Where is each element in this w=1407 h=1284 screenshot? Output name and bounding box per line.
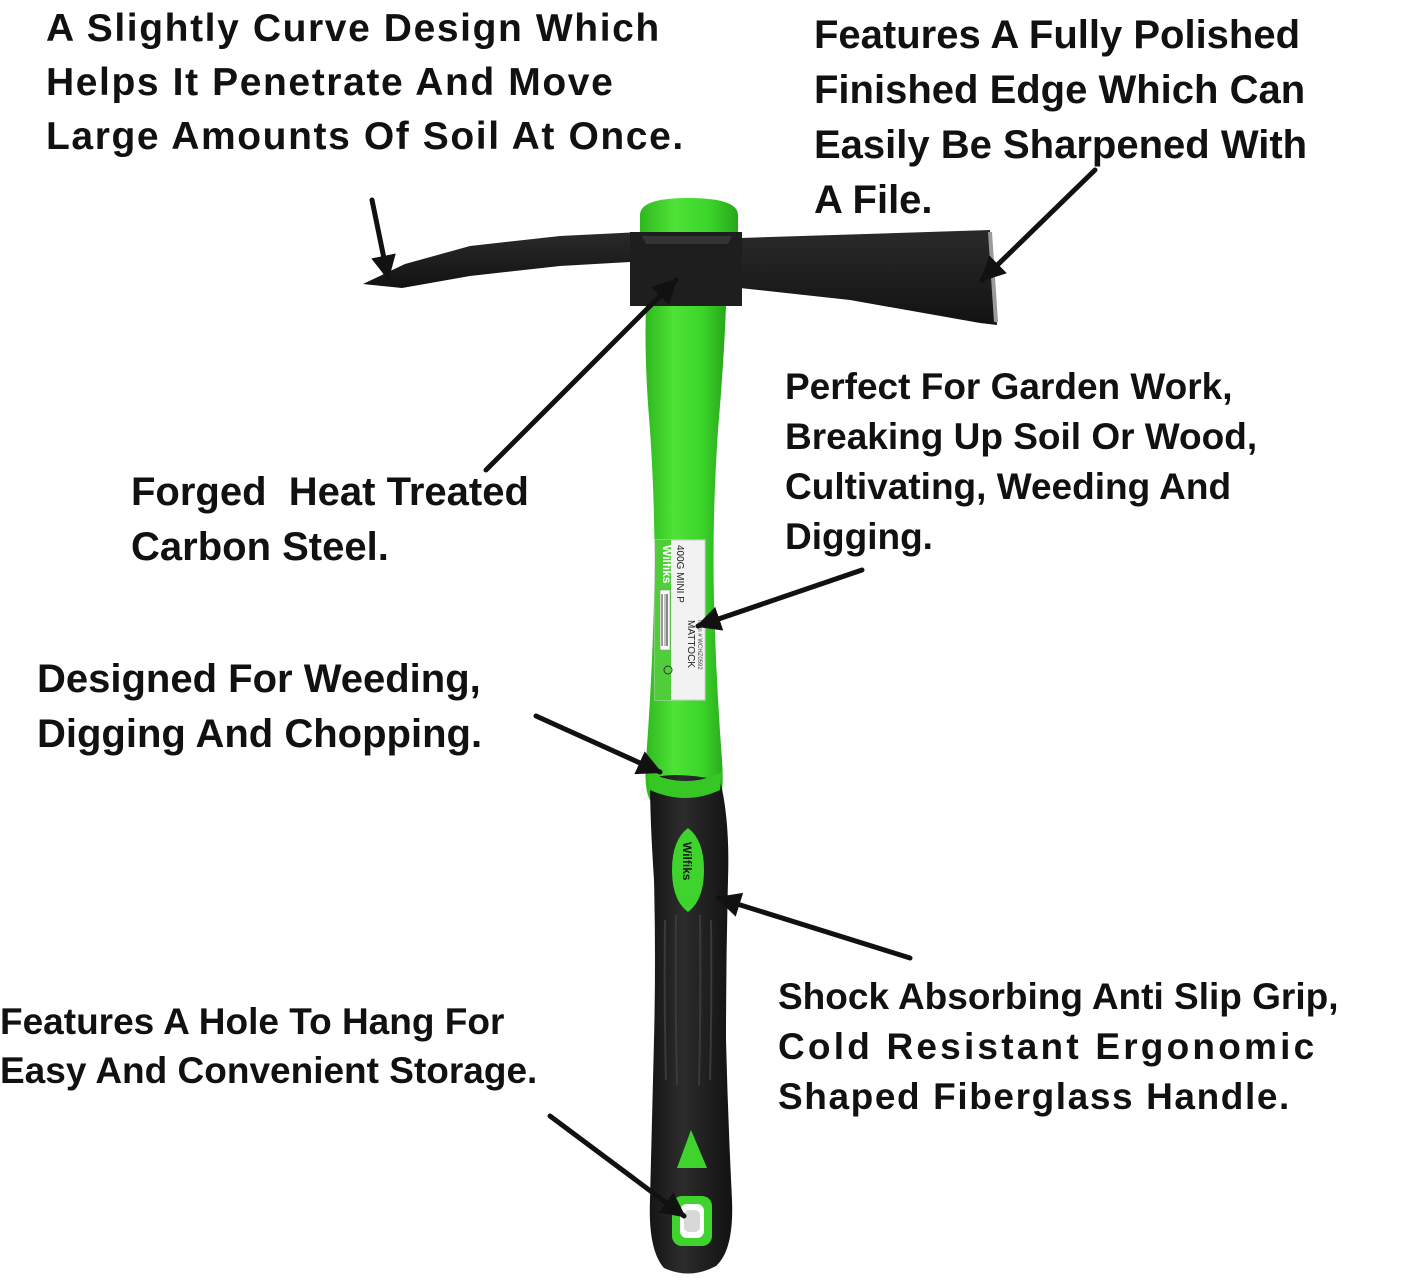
callout-line: Carbon Steel. <box>131 525 389 569</box>
label-recycle-icon <box>663 665 673 675</box>
callout-line: Easy And Convenient Storage. <box>0 1050 538 1091</box>
callout-line: A Slightly Curve Design Which <box>46 7 661 50</box>
handle-top <box>640 198 738 240</box>
callout-arrows <box>369 167 1098 1219</box>
callout-line: Perfect For Garden Work, <box>785 366 1233 407</box>
grip-texture <box>663 914 713 1086</box>
callout-line: Finished Edge Which Can <box>814 68 1306 112</box>
callout-line: A File. <box>814 178 933 222</box>
arrow-hanging-hole <box>547 1113 687 1219</box>
callout-line: Digging. <box>785 516 933 557</box>
product-label: Wilfiks 400G MINI P MATTOCK Item # WCHZ0… <box>654 539 706 701</box>
callout-weeding: Designed For Weeding, Digging And Choppi… <box>37 652 482 762</box>
callout-line: Digging And Chopping. <box>37 712 483 756</box>
grip-collar <box>648 772 722 798</box>
label-item-number: Item # WCHZ0592 <box>696 620 702 670</box>
callout-grip: Shock Absorbing Anti Slip Grip, Cold Res… <box>778 972 1339 1122</box>
callout-garden-work: Perfect For Garden Work, Breaking Up Soi… <box>785 362 1257 562</box>
chisel-blade <box>740 230 997 325</box>
arrow-grip <box>715 892 913 961</box>
label-product-name: 400G MINI P <box>674 545 685 603</box>
callout-line: Large Amounts Of Soil At Once. <box>46 115 685 158</box>
callout-carbon-steel: Forged Heat Treated Carbon Steel. <box>131 465 529 575</box>
pick-blade <box>363 232 640 288</box>
arrow-weeding <box>533 713 663 775</box>
callout-hanging-hole: Features A Hole To Hang For Easy And Con… <box>0 997 537 1095</box>
arrow-garden-work <box>695 567 865 631</box>
head-socket-highlight <box>642 236 732 244</box>
label-brand: Wilfiks <box>660 545 674 584</box>
callout-line: Forged Heat Treated <box>131 470 529 514</box>
callout-line: Helps It Penetrate And Move <box>46 61 615 104</box>
grip-logo-badge: Wilfiks <box>672 828 704 912</box>
callout-line: Easily Be Sharpened With <box>814 123 1308 167</box>
callout-polished-edge: Features A Fully Polished Finished Edge … <box>814 8 1307 228</box>
handle-grip <box>649 775 733 1274</box>
hanging-hole <box>672 1196 712 1246</box>
callout-line: Cold Resistant Ergonomic <box>778 1026 1318 1067</box>
grip-triangle-accent <box>677 1130 707 1168</box>
arrow-curve-design <box>369 197 396 281</box>
callout-curve-design: A Slightly Curve Design Which Helps It P… <box>46 2 685 164</box>
callout-line: Shock Absorbing Anti Slip Grip, <box>778 976 1339 1017</box>
grip-logo: Wilfiks <box>680 842 694 881</box>
callout-line: Features A Hole To Hang For <box>0 1001 505 1042</box>
callout-line: Shaped Fiberglass Handle. <box>778 1076 1291 1117</box>
arrow-carbon-steel <box>483 277 679 473</box>
callout-line: Designed For Weeding, <box>37 657 481 701</box>
label-product-type: MATTOCK <box>685 620 696 668</box>
arrow-polished-edge <box>979 167 1098 283</box>
callout-line: Features A Fully Polished <box>814 13 1301 57</box>
callout-line: Breaking Up Soil Or Wood, <box>785 416 1258 457</box>
callout-line: Cultivating, Weeding And <box>785 466 1232 507</box>
